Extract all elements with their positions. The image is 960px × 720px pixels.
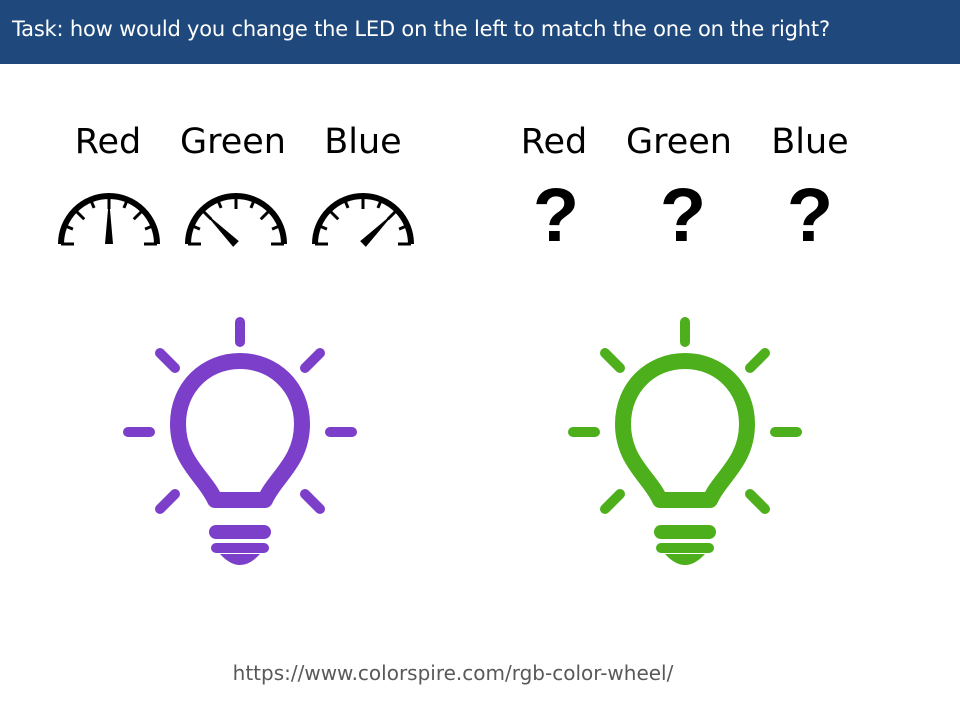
light-ray [745, 348, 770, 373]
purple-lightbulb-icon [123, 317, 357, 565]
green-lightbulb-icon [568, 317, 802, 565]
left-label-red: Red [74, 122, 142, 162]
gauge-tick [144, 224, 154, 231]
gauge-needle [203, 211, 239, 247]
gauge-tick [64, 224, 74, 231]
red-gauge-icon [58, 193, 160, 246]
bulb-glass [615, 353, 755, 508]
gauge-tick [327, 208, 340, 221]
right-label-blue: Blue [771, 122, 849, 162]
gauge-tick [318, 224, 328, 231]
gauge-tick [191, 224, 201, 231]
gauge-tick [398, 224, 408, 231]
gauge-tick [259, 208, 272, 221]
gauge-tick [73, 208, 86, 221]
left-label-green: Green [180, 122, 286, 162]
gauge-needle [105, 198, 113, 244]
gauge-dial [312, 193, 414, 246]
left-label-blue: Blue [324, 122, 402, 162]
bulb-glass [170, 353, 310, 508]
green-unknown-value: ? [659, 173, 707, 258]
source-link[interactable]: https://www.colorspire.com/rgb-color-whe… [232, 661, 674, 685]
gauge-tick [89, 199, 96, 209]
task-text: Task: how would you change the LED on th… [12, 17, 830, 41]
light-ray [155, 489, 180, 514]
task-header-bar: Task: how would you change the LED on th… [0, 0, 960, 64]
gauge-tick [132, 208, 145, 221]
light-ray [600, 489, 625, 514]
bulb-tip [220, 554, 260, 565]
green-gauge-icon [185, 193, 287, 247]
light-ray [300, 348, 325, 373]
gauge-needle [360, 211, 396, 247]
gauge-tick [122, 199, 129, 209]
gauge-dial [185, 193, 287, 246]
blue-gauge-icon [312, 193, 414, 247]
light-ray [155, 348, 180, 373]
right-label-red: Red [520, 122, 588, 162]
right-label-green: Green [626, 122, 732, 162]
gauge-tick [376, 199, 383, 209]
bulb-tip [665, 554, 705, 565]
blue-unknown-value: ? [786, 173, 834, 258]
gauge-tick [271, 224, 281, 231]
red-unknown-value: ? [532, 173, 580, 258]
light-ray [300, 489, 325, 514]
gauge-tick [216, 199, 223, 209]
gauge-tick [249, 199, 256, 209]
light-ray [600, 348, 625, 373]
light-ray [745, 489, 770, 514]
gauge-tick [343, 199, 350, 209]
